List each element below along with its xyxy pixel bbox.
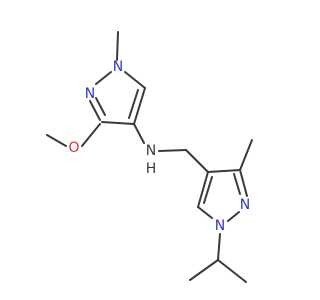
atom-o-methoxy: O	[68, 140, 79, 156]
bond-c3b-n2b-b	[233, 173, 241, 195]
atom-n1b: N	[215, 218, 225, 234]
bond-n2-c3-a	[89, 100, 101, 121]
bond-n1-methyl	[116, 31, 119, 61]
upper-pyrazole-ring	[46, 31, 146, 147]
bond-o-methyl	[46, 134, 67, 147]
atom-n2b: N	[240, 197, 250, 213]
bond-c5b-c4b-b	[203, 176, 213, 204]
bond-n2-c3-b	[95, 97, 106, 116]
bond-c3b-methyl	[239, 139, 253, 171]
bond-c3-c4	[101, 121, 135, 125]
bond-n2b-n1b	[227, 211, 240, 222]
molecule-diagram: N N O N H N N	[46, 31, 253, 283]
bond-n1b-c5b	[197, 206, 213, 219]
bond-ch-methyl-right	[217, 259, 247, 283]
bond-ch-methyl-left	[189, 259, 219, 281]
bond-n1-n2	[95, 71, 112, 85]
lower-pyrazole-ring	[189, 139, 253, 283]
bond-nh-ch2	[158, 149, 187, 152]
bond-c4-nh	[133, 123, 145, 144]
bond-c4-c5-a	[133, 87, 146, 125]
bond-c5b-c4b-a	[197, 171, 209, 208]
atom-labels: N N O N H N N	[68, 59, 250, 234]
bond-c4-c5-b	[128, 89, 139, 119]
bond-n1b-ch	[217, 233, 221, 261]
bond-ch2-c4b	[185, 149, 209, 173]
atom-n-amine: N	[146, 143, 156, 159]
bond-c3b-n2b-a	[239, 169, 248, 197]
bond-c4b-c3b	[207, 169, 241, 173]
atom-n2: N	[85, 86, 95, 102]
atom-h-amine: H	[146, 161, 157, 177]
bond-c3-o	[81, 123, 101, 147]
methylene-linker	[158, 149, 209, 173]
structure-canvas: N N O N H N N	[46, 31, 253, 283]
bond-c5-n1	[124, 71, 146, 89]
atom-n1: N	[113, 59, 123, 75]
